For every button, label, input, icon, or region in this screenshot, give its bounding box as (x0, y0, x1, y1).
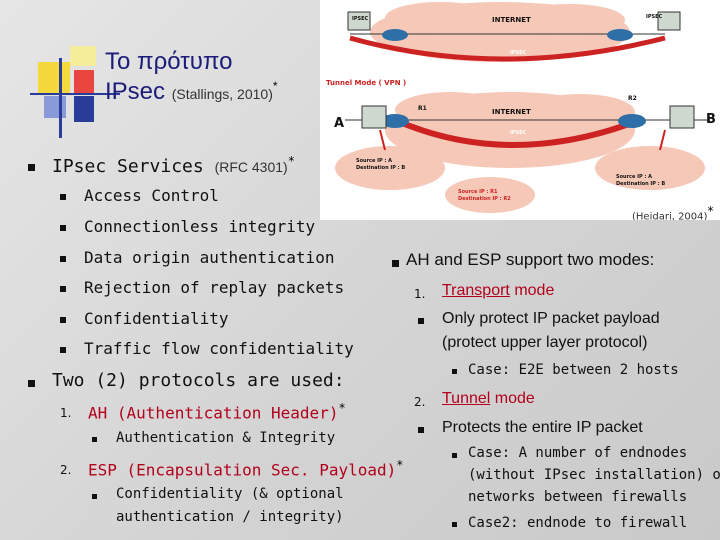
slide-title-line2: IPsec (Stallings, 2010)* (105, 78, 278, 106)
protocol-ah: AH (Authentication Header)* (88, 401, 346, 423)
slide-title-line1: Το πρότυπο (105, 48, 233, 75)
protocol-number: 1. (60, 406, 72, 420)
diagram-ipsec-right: IPSEC (646, 14, 663, 20)
protocol-ah-detail: Authentication & Integrity (116, 430, 336, 446)
bullet-marker (92, 437, 97, 442)
services-citation: (RFC 4301) (214, 159, 288, 175)
bullet-marker (60, 347, 66, 353)
diagram-ipsec-bottom: IPSEC (510, 130, 527, 136)
protocol-esp-detail-2: authentication / integrity) (116, 509, 344, 525)
tunnel-desc: Protects the entire IP packet (442, 419, 643, 436)
service-item: Connectionless integrity (84, 217, 316, 236)
tunnel-case2: Case2: endnode to firewall (468, 515, 688, 531)
bullet-marker (60, 317, 66, 323)
service-item: Access Control (84, 186, 219, 205)
diagram-dst-r2: Destination IP : R2 (458, 196, 511, 202)
transport-case: Case: E2E between 2 hosts (468, 362, 679, 378)
bullet-marker (60, 256, 66, 262)
mode-number: 2. (414, 395, 426, 409)
protocol-esp-detail-1: Confidentiality (& optional (116, 486, 344, 502)
diagram-node-a: A (334, 116, 345, 131)
tunnel-case-3: networks between firewalls (468, 489, 688, 505)
title-ipsec: IPsec (105, 78, 166, 105)
diagram-src-b: Source IP : A (616, 174, 653, 180)
tunnel-case-2: (without IPsec installation) on (468, 467, 720, 483)
transport-desc-1: Only protect IP packet payload (442, 310, 660, 327)
diagram-dst-a: Destination IP : B (356, 165, 406, 171)
protocols-heading: Two (2) protocols are used: (52, 370, 345, 391)
bullet-marker (92, 494, 97, 499)
diagram-src-a: Source IP : A (356, 158, 393, 164)
diagram-r1: R1 (418, 105, 427, 112)
service-item: Data origin authentication (84, 248, 335, 267)
tunnel-mode-heading: Tunnel mode (442, 390, 535, 407)
diagram-citation: (Heidari, 2004)* (632, 204, 714, 220)
services-star: * (287, 154, 295, 168)
service-item: Traffic flow confidentiality (84, 339, 354, 358)
diagram-node-b: B (706, 112, 716, 127)
protocol-esp: ESP (Encapsulation Sec. Payload)* (88, 458, 404, 480)
bullet-marker (452, 453, 457, 458)
service-item: Rejection of replay packets (84, 278, 345, 297)
tunnel-case-1: Case: A number of endnodes (468, 445, 688, 461)
bullet-marker (28, 164, 35, 171)
bullet-marker (60, 225, 66, 231)
diagram-ipsec-mid: IPSEC (510, 50, 527, 56)
bullet-marker (392, 260, 399, 267)
tunnel-link[interactable]: Tunnel (442, 390, 491, 407)
diagram-src-r1: Source IP : R1 (458, 189, 498, 195)
diagram-r2: R2 (628, 95, 637, 102)
transport-mode-heading: Transport mode (442, 282, 555, 299)
bullet-marker (60, 286, 66, 292)
diagram-internet-bottom: INTERNET (492, 108, 531, 116)
bullet-marker (418, 427, 424, 433)
tunnel-mode-diagram: INTERNET IPSEC IPSEC IPSEC Tunnel Mode (… (320, 0, 720, 220)
modes-heading: AH and ESP support two modes: (406, 250, 655, 269)
service-item: Confidentiality (84, 309, 229, 328)
bullet-marker (452, 369, 457, 374)
bullet-marker (452, 522, 457, 527)
title-citation: (Stallings, 2010) (171, 86, 273, 102)
bullet-marker (60, 194, 66, 200)
diagram-tunnel-label: Tunnel Mode ( VPN ) (326, 79, 407, 87)
transport-link[interactable]: Transport (442, 282, 510, 299)
protocol-number: 2. (60, 463, 72, 477)
bullet-marker (418, 318, 424, 324)
diagram-dst-b: Destination IP : B (616, 181, 666, 187)
network-diagram-svg (335, 2, 710, 213)
mode-number: 1. (414, 287, 426, 301)
diagram-internet-top: INTERNET (492, 16, 531, 24)
services-heading: IPsec Services (RFC 4301)* (52, 154, 295, 177)
bullet-marker (28, 380, 35, 387)
transport-desc-2: (protect upper layer protocol) (442, 334, 648, 351)
diagram-ipsec-left: IPSEC (352, 16, 369, 22)
title-star: * (272, 79, 278, 93)
